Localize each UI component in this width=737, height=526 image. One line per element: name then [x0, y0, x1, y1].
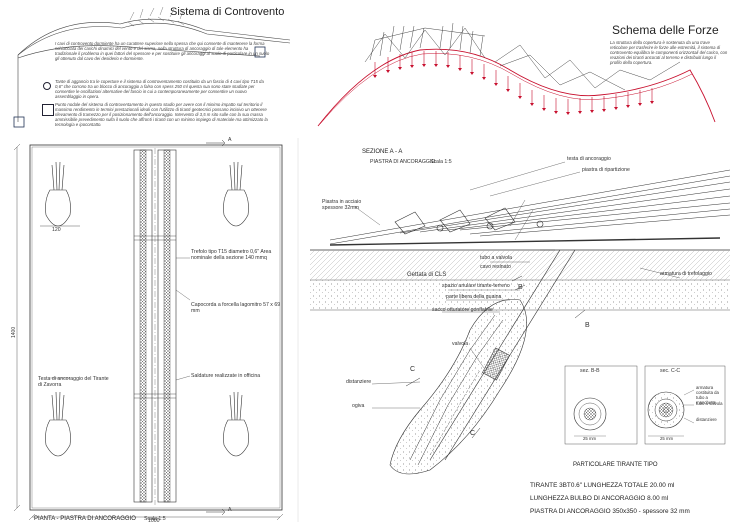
- section-mark-b-top: B: [518, 284, 523, 291]
- paragraph-aggancio: Tante di aggancio tra le coperture e il …: [55, 79, 264, 99]
- label-parte-libera: parte libera della guaina: [446, 294, 502, 300]
- label-valvola: valvola: [452, 341, 469, 347]
- caption-pianta: PIANTA - PIASTRA DI ANCORAGGIO: [34, 516, 136, 522]
- callout-testa-ancoraggio: Testa di ancoraggio del Tirante di Zavor…: [38, 376, 109, 388]
- label-tubo-valvola: tubo a valvola: [480, 255, 513, 261]
- caption-pianta-scale: Scala 1:5: [144, 516, 166, 522]
- sec-cc-note-tubo: tubo a valvola: [696, 401, 723, 406]
- paragraph-intro: I cavi di controvento dormiente ha un ca…: [55, 41, 270, 61]
- section-mark-c-left: C: [410, 366, 416, 373]
- anchor-marker-left: [13, 116, 25, 128]
- label-sec-cc: sec. C-C: [660, 368, 681, 374]
- paragraph-schema-forze: La struttura della copertura è sostenuta…: [610, 40, 728, 65]
- spec-lunghezza-bulbo: LUNGHEZZA BULBO DI ANCORAGGIO 8.00 ml: [530, 495, 669, 502]
- plan-anchor-plate: [13, 139, 284, 521]
- dim-1000: 1000: [148, 518, 160, 524]
- sec-cc-note-armatura: armatura costituita da tubo a manchette: [696, 385, 719, 405]
- bullet-circle-icon: [43, 82, 51, 90]
- roof-sketch-left: [17, 6, 291, 122]
- sec-cc-note-distanziere: distanziere: [696, 417, 717, 422]
- title-sistema-controvento: Sistema di Controvento: [170, 6, 285, 18]
- dim-120: 120: [52, 227, 61, 233]
- paragraph-punto-nodale: Punto nodale del sistema di controventam…: [55, 102, 268, 127]
- force-scheme: [317, 22, 716, 127]
- label-sacco-otturatore: sacco otturatore gonfiabile: [432, 307, 493, 313]
- section-a-a-scale: Scala 1:5: [430, 159, 452, 165]
- label-ogiva: ogiva: [352, 403, 365, 409]
- label-gettata-cls: Gettata di CLS: [407, 272, 447, 278]
- caption-particolare-tirante: PARTICOLARE TIRANTE TIPO: [573, 462, 658, 468]
- spec-tirante: TIRANTE 3BT0.6" LUNGHEZZA TOTALE 20.00 m…: [530, 482, 675, 489]
- section-a-a-title: SEZIONE A - A: [362, 149, 403, 155]
- title-schema-forze: Schema delle Forze: [612, 23, 719, 37]
- section-a-a-drawing: [310, 161, 731, 475]
- section-mark-a-top: A: [228, 137, 232, 143]
- bullet-square-icon: [42, 104, 54, 116]
- callout-saldature: Saldature realizzate in officina: [191, 373, 261, 379]
- dim-1400: 1400: [11, 326, 17, 338]
- label-armatura-trefolaggio: armatura di trefolaggio: [660, 271, 712, 277]
- section-bb: [564, 365, 638, 445]
- section-mark-b-right: B: [585, 322, 590, 329]
- spec-piastra: PIASTRA DI ANCORAGGIO 350x350 - spessore…: [530, 508, 690, 515]
- label-distanziere: distanziere: [346, 379, 372, 385]
- section-cc: [644, 365, 726, 445]
- dim-cc: 25 mm: [660, 436, 674, 441]
- label-testa-ancoraggio: testa di ancoraggio: [567, 156, 611, 162]
- callout-trefolo: Trefolo tipo T15 diametro 0,6" Area nomi…: [191, 249, 272, 261]
- section-mark-a-bottom: A: [228, 507, 232, 513]
- label-sez-bb: sez. B-B: [580, 368, 600, 374]
- label-spazio-anulare: spazio anulare tirante-terreno: [442, 283, 510, 289]
- label-cavo-resinato: cavo resinato: [480, 264, 511, 270]
- label-piastra-acciaio: Piastra in acciaio spessore 32mm: [322, 199, 362, 211]
- section-a-a-subtitle: PIASTRA DI ANCORAGGIO: [370, 159, 436, 165]
- label-piastra-ripartizione: piastra di ripartizione: [582, 167, 630, 173]
- anchor-marker-right: [254, 46, 266, 58]
- callout-capocorda: Capocorda a forcella lagomitro 57 x 69 m…: [191, 302, 281, 314]
- dim-bb: 25 mm: [583, 436, 597, 441]
- section-mark-c-bottom: C: [470, 430, 476, 437]
